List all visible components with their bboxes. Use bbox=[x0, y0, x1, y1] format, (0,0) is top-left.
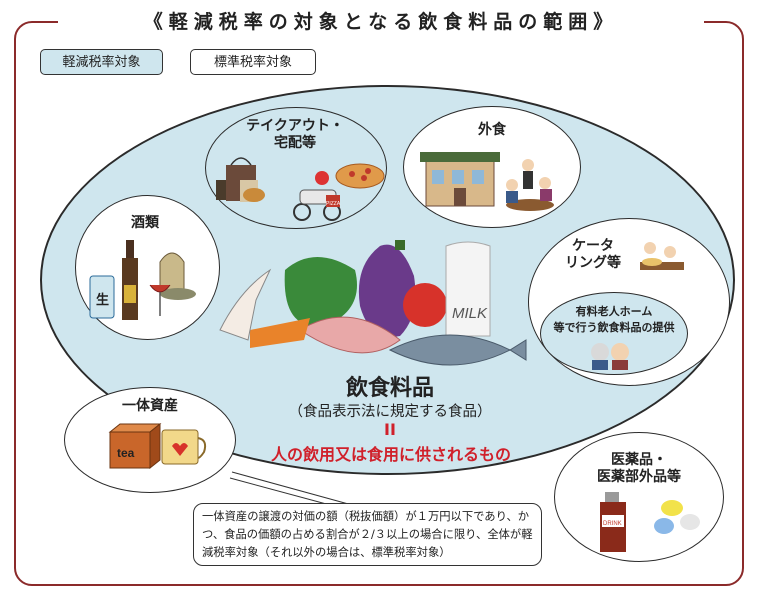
carrot bbox=[250, 318, 310, 348]
restaurant-illustration bbox=[420, 152, 554, 211]
food-illustration bbox=[219, 240, 527, 366]
milk-text: MILK bbox=[452, 305, 488, 322]
note-pointer-line bbox=[231, 471, 353, 506]
meat bbox=[299, 316, 401, 354]
diagram-title: 《軽減税率の対象となる飲食料品の範囲》 bbox=[58, 6, 704, 38]
legend-standard-rate: 標準税率対象 bbox=[190, 49, 316, 75]
medicine-circle bbox=[554, 432, 724, 562]
medicine-illustration bbox=[600, 492, 700, 552]
pizza-text: PIZZA bbox=[326, 201, 341, 207]
tomato bbox=[403, 283, 447, 327]
nama-text: 生 bbox=[96, 292, 109, 308]
drink-text: DRINK bbox=[603, 521, 622, 527]
green-pepper bbox=[284, 257, 357, 327]
eggplant bbox=[358, 244, 416, 337]
definition-text: 人の飲用又は食用に供されるもの bbox=[270, 445, 511, 464]
nursing-home-illustration bbox=[591, 343, 629, 370]
bundled-assets-label: 一体資産 bbox=[122, 398, 178, 414]
squid bbox=[219, 268, 272, 341]
legend-reduced-rate: 軽減税率対象 bbox=[40, 49, 163, 75]
nursing-home-label: 有料老人ホーム 等で行う飲食料品の提供 bbox=[553, 305, 675, 334]
dining-out-label: 外食 bbox=[478, 122, 506, 138]
milk-bottle bbox=[445, 241, 491, 337]
note-pointer-line bbox=[229, 477, 331, 506]
food-labeling-act-label: （食品表示法に規定する食品） bbox=[288, 404, 492, 420]
fish bbox=[388, 334, 527, 366]
alcohol-label: 酒類 bbox=[131, 215, 159, 231]
tea-text: tea bbox=[117, 446, 135, 460]
catering-illustration bbox=[640, 242, 684, 270]
takeout-label: テイクアウト・ 宅配等 bbox=[246, 118, 344, 151]
food-and-beverage-label: 飲食料品 bbox=[345, 376, 434, 401]
bundled-assets-note: 一体資産の譲渡の対価の額（税抜価額）が１万円以下であり、かつ、食品の価額の占める… bbox=[193, 503, 542, 566]
bundled-assets-illustration bbox=[108, 422, 207, 470]
takeout-illustration bbox=[216, 157, 385, 221]
catering-label: ケータ リング等 bbox=[565, 238, 621, 271]
alcohol-illustration bbox=[89, 240, 196, 320]
equals-sign: II bbox=[384, 420, 396, 439]
medicine-label: 医薬品・ 医薬部外品等 bbox=[597, 452, 681, 485]
